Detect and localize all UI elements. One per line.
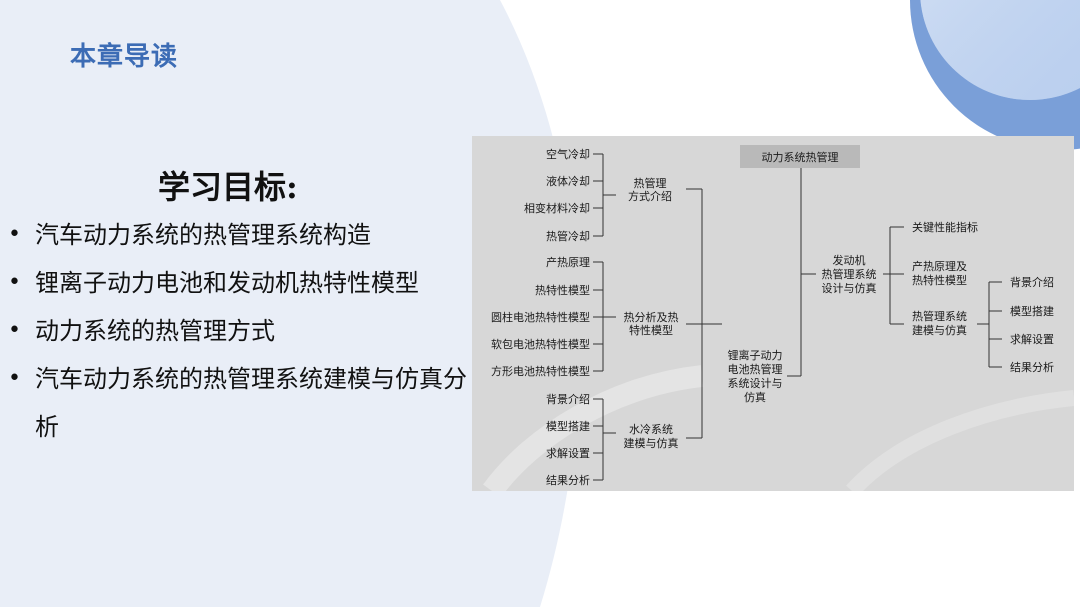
diagram-node: 水冷系统 (629, 423, 673, 436)
diagram-node: 热管冷却 (546, 229, 590, 243)
diagram-connectors (593, 153, 1002, 481)
objective-item: 汽车动力系统的热管理系统建模与仿真分析 (8, 355, 478, 451)
diagram-node: 建模与仿真 (912, 323, 967, 337)
diagram-node: 热特性模型 (535, 283, 590, 297)
diagram-node: 圆柱电池热特性模型 (491, 310, 590, 324)
diagram-node: 求解设置 (1010, 332, 1054, 346)
diagram-node: 热分析及热 (624, 310, 679, 324)
objective-item: 动力系统的热管理方式 (8, 307, 478, 355)
diagram-node: 液体冷却 (546, 174, 590, 188)
diagram-node: 空气冷却 (546, 147, 590, 161)
diagram-node: 关键性能指标 (912, 220, 978, 234)
diagram-node: 特性模型 (629, 323, 673, 337)
diagram-node: 背景介绍 (1010, 275, 1054, 289)
diagram-root-label: 动力系统热管理 (762, 150, 839, 164)
diagram-node: 产热原理及 (912, 259, 967, 273)
diagram-node: 热特性模型 (912, 273, 967, 287)
objective-item: 锂离子动力电池和发动机热特性模型 (8, 259, 478, 307)
diagram-node: 热管理 (634, 176, 667, 190)
diagram-node: 模型搭建 (546, 419, 590, 433)
diagram-node: 热管理系统 (912, 309, 967, 323)
objective-item: 汽车动力系统的热管理系统构造 (8, 211, 478, 259)
diagram-node: 方式介绍 (628, 189, 672, 203)
diagram-node: 结果分析 (1010, 360, 1054, 374)
diagram-node: 系统设计与 (728, 377, 783, 390)
diagram-node: 电池热管理 (728, 362, 783, 376)
diagram-node: 结果分析 (546, 473, 590, 487)
diagram-node: 发动机 (833, 253, 866, 267)
chapter-title: 本章导读 (70, 42, 179, 72)
diagram-node: 求解设置 (546, 446, 590, 460)
decorative-corner-circle (910, 0, 1080, 150)
diagram-node: 软包电池热特性模型 (491, 337, 590, 351)
diagram-root-box (740, 145, 860, 168)
diagram-node: 热管理系统 (822, 267, 877, 281)
objective-list: 汽车动力系统的热管理系统构造 锂离子动力电池和发动机热特性模型 动力系统的热管理… (8, 211, 478, 451)
diagram-node: 建模与仿真 (624, 436, 679, 450)
diagram-node: 锂离子动力 (728, 348, 783, 362)
diagram-node: 背景介绍 (546, 392, 590, 406)
objectives-title: 学习目标: (158, 168, 298, 206)
thermal-management-diagram: 动力系统热管理 空气冷却 液体冷却 相变材料冷却 热管冷却 热管理 方式介绍 产… (472, 136, 1074, 491)
diagram-node: 设计与仿真 (822, 281, 877, 295)
diagram-node: 方形电池热特性模型 (491, 364, 590, 378)
diagram-node: 仿真 (744, 390, 766, 404)
diagram-node: 模型搭建 (1010, 304, 1054, 318)
diagram-node: 产热原理 (546, 255, 590, 269)
diagram-node: 相变材料冷却 (524, 201, 590, 215)
